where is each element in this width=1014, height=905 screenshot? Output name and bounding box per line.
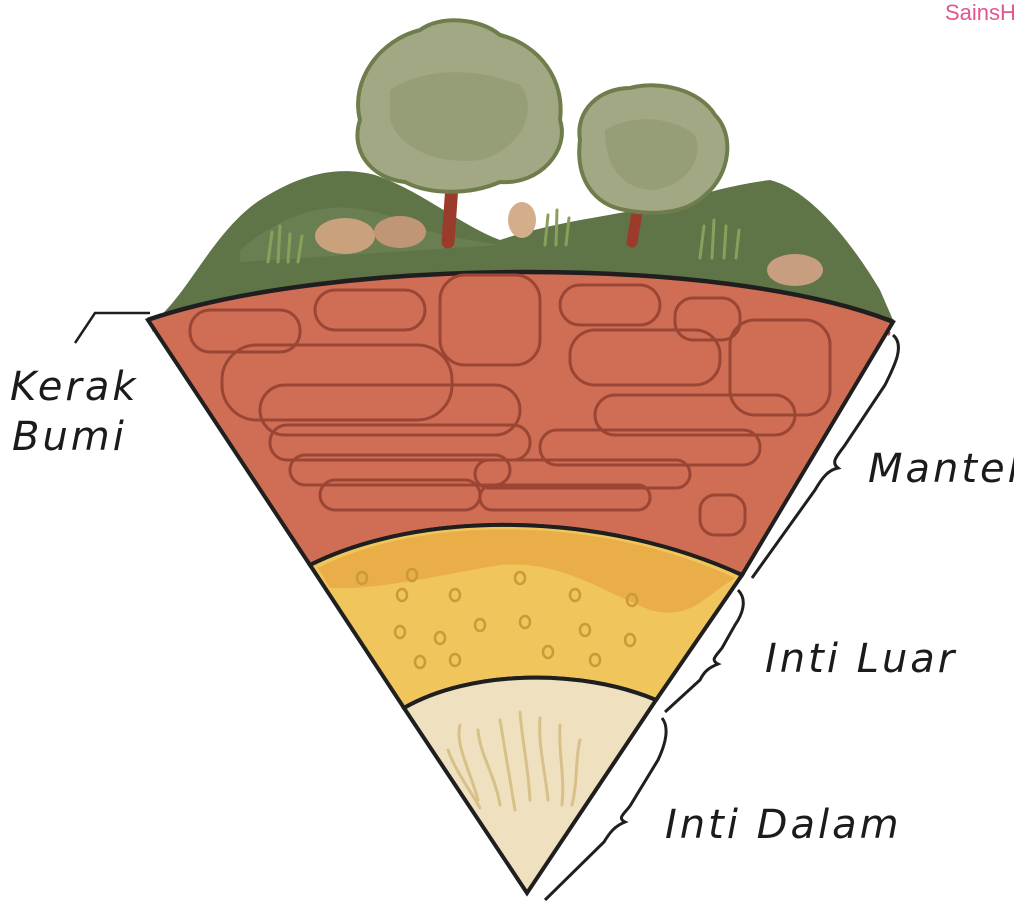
rock: [315, 218, 375, 254]
outer-core-label: Inti Luar: [765, 636, 957, 682]
crust-label-line1: Kerak: [10, 364, 139, 410]
inner-core-label: Inti Dalam: [665, 802, 902, 848]
brand-watermark: SainsH: [945, 0, 1014, 25]
rock: [767, 254, 823, 286]
crust-label-line2: Bumi: [12, 414, 127, 460]
rock: [374, 216, 426, 248]
mantle-label: Mantel: [868, 446, 1014, 492]
rock: [508, 202, 536, 238]
crust-leader-line: [75, 313, 150, 343]
